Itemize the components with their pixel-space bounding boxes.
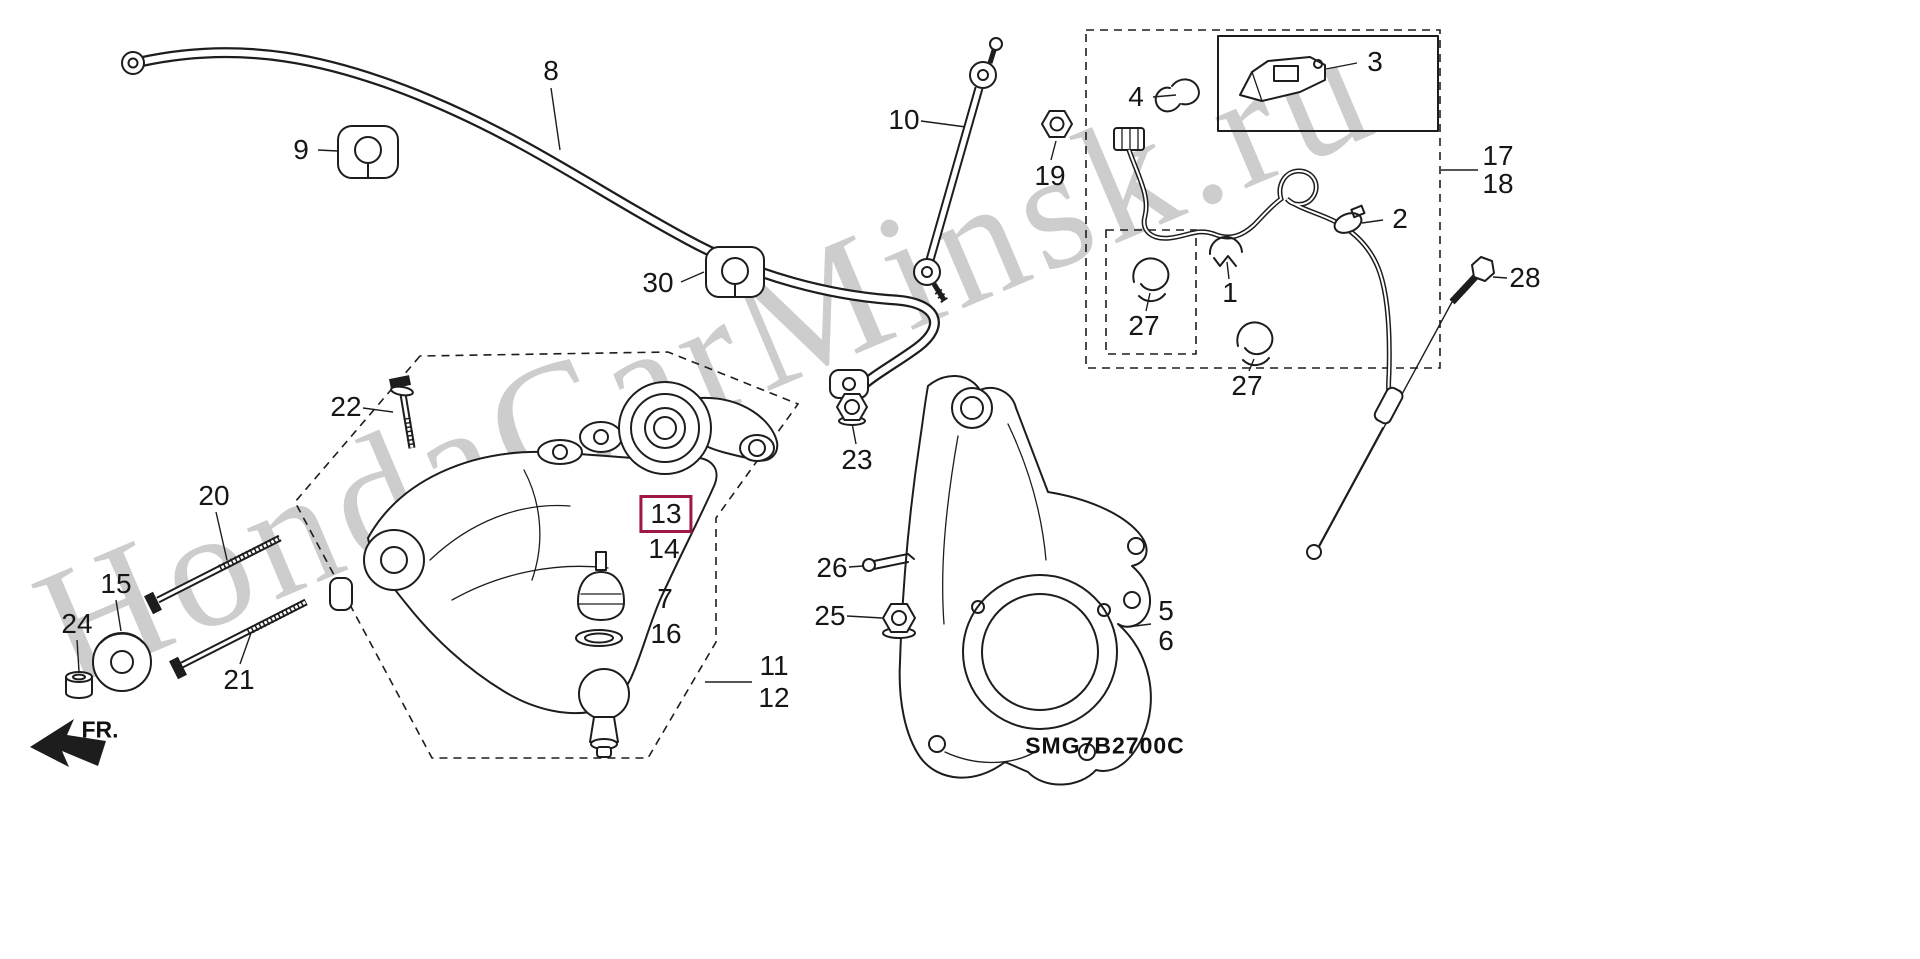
stabilizer-bushing-30 — [705, 246, 765, 298]
callout-27-b[interactable]: 27 — [1231, 370, 1263, 401]
callout-10[interactable]: 10 — [888, 104, 920, 135]
leader-lines — [76, 62, 1508, 683]
clamp-27-dashed-box — [1105, 229, 1197, 355]
bolt-20 — [144, 534, 282, 615]
callout-16[interactable]: 16 — [650, 618, 682, 649]
callout-26[interactable]: 26 — [816, 552, 848, 583]
harness-clip-27-b — [1236, 321, 1274, 367]
callout-7[interactable]: 7 — [657, 583, 673, 614]
stabilizer-bushing-9 — [337, 125, 399, 179]
snap-ring-16 — [575, 629, 623, 647]
flange-bolt-22 — [389, 375, 416, 449]
abs-bracket-solid-box — [1217, 35, 1439, 132]
lower-arm-dashed-boundary — [294, 351, 800, 759]
callout-15[interactable]: 15 — [100, 568, 132, 599]
callout-25[interactable]: 25 — [814, 600, 846, 631]
part-13-highlight-box[interactable]: 13 — [639, 495, 693, 533]
abs-harness-dashed-box — [1085, 29, 1441, 369]
callout-5[interactable]: 5 — [1158, 595, 1174, 626]
stabilizer-bar — [121, 47, 940, 399]
callout-9[interactable]: 9 — [293, 134, 309, 165]
callout-14[interactable]: 14 — [648, 533, 680, 564]
washer-15 — [92, 632, 152, 692]
ball-joint-boot-7 — [577, 551, 625, 621]
harness-clip-27-a — [1132, 257, 1170, 303]
hex-nut-23 — [836, 393, 868, 426]
callout-1[interactable]: 1 — [1222, 277, 1238, 308]
sensor-bolt-28 — [1449, 256, 1495, 305]
steering-knuckle — [898, 374, 1152, 786]
abs-bracket-3 — [1239, 56, 1326, 102]
callout-8[interactable]: 8 — [543, 55, 559, 86]
callout-20[interactable]: 20 — [198, 480, 230, 511]
flange-nut-25 — [882, 603, 916, 639]
cotter-clip-26 — [862, 553, 915, 572]
callout-23[interactable]: 23 — [841, 444, 873, 475]
diagram-code: SMG7B2700C — [1025, 732, 1185, 759]
callout-30[interactable]: 30 — [642, 267, 674, 298]
callout-4[interactable]: 4 — [1128, 81, 1144, 112]
callout-24[interactable]: 24 — [61, 608, 93, 639]
callout-21[interactable]: 21 — [223, 664, 255, 695]
fr-arrow-icon — [30, 719, 106, 767]
callout-11[interactable]: 11 — [759, 650, 789, 681]
callout-17[interactable]: 17 — [1482, 140, 1514, 171]
callout-3[interactable]: 3 — [1367, 46, 1383, 77]
bolt-21 — [169, 598, 308, 680]
callout-18[interactable]: 18 — [1482, 168, 1514, 199]
callout-19[interactable]: 19 — [1034, 160, 1066, 191]
nut-24 — [65, 671, 93, 699]
callout-28[interactable]: 28 — [1509, 262, 1541, 293]
abs-sensor-harness — [1113, 127, 1404, 560]
callout-22[interactable]: 22 — [330, 391, 362, 422]
flange-nut-19 — [1041, 110, 1073, 138]
wire-clamp-2 — [1333, 204, 1366, 234]
fr-label: FR. — [81, 716, 119, 743]
wire-clamp-4 — [1154, 78, 1200, 113]
callout-6[interactable]: 6 — [1158, 625, 1174, 656]
wire-clamp-1 — [1208, 236, 1243, 267]
ball-joint-stud — [578, 668, 630, 758]
stabilizer-link-10 — [913, 37, 1003, 306]
arm-bushing-13 — [579, 381, 779, 475]
callout-27-a[interactable]: 27 — [1128, 310, 1160, 341]
callout-13: 13 — [650, 498, 682, 529]
lower-control-arm — [329, 439, 718, 715]
callout-2[interactable]: 2 — [1392, 203, 1408, 234]
callout-12[interactable]: 12 — [758, 682, 790, 713]
